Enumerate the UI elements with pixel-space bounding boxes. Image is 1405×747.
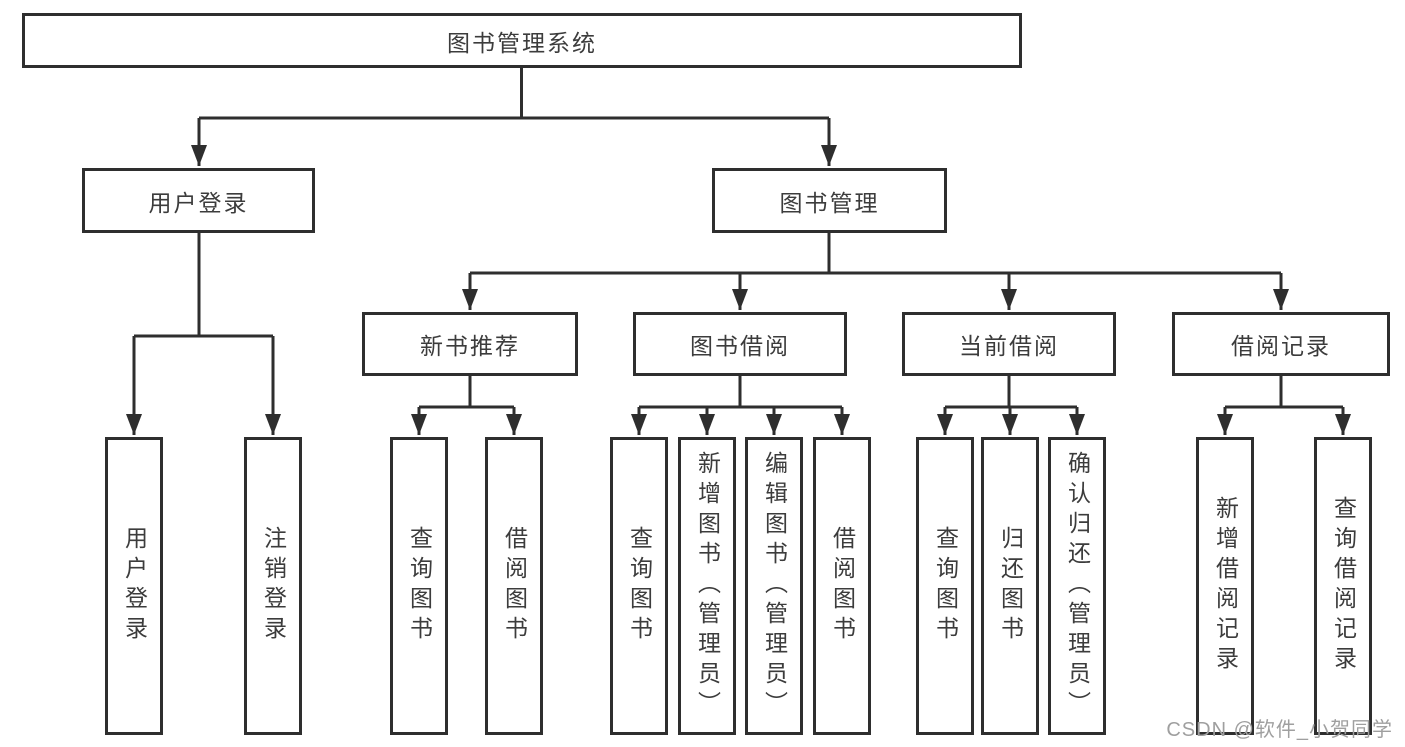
leaf-add-borrow-record: 新增借阅记录 xyxy=(1196,437,1254,735)
leaf-label: 编辑图书（管理员） xyxy=(761,451,788,721)
leaf-label: 新增图书（管理员） xyxy=(694,451,721,721)
node-borrow-records: 借阅记录 xyxy=(1172,312,1390,376)
leaf-confirm-return-admin: 确认归还（管理员） xyxy=(1048,437,1106,735)
node-label: 借阅记录 xyxy=(1231,333,1331,359)
leaf-label: 查询图书 xyxy=(932,526,959,646)
node-label: 图书借阅 xyxy=(690,333,790,359)
leaf-label: 查询图书 xyxy=(626,526,653,646)
leaf-edit-books-admin: 编辑图书（管理员） xyxy=(745,437,803,735)
leaf-query-books-1: 查询图书 xyxy=(390,437,448,735)
leaf-logout: 注销登录 xyxy=(244,437,302,735)
leaf-label: 注销登录 xyxy=(260,526,287,646)
leaf-label: 用户登录 xyxy=(121,526,148,646)
leaf-borrow-books-2: 借阅图书 xyxy=(813,437,871,735)
leaf-label: 新增借阅记录 xyxy=(1212,496,1239,676)
node-root-system: 图书管理系统 xyxy=(22,13,1022,68)
leaf-label: 借阅图书 xyxy=(501,526,528,646)
leaf-label: 查询借阅记录 xyxy=(1330,496,1357,676)
leaf-label: 查询图书 xyxy=(406,526,433,646)
node-book-borrow: 图书借阅 xyxy=(633,312,847,376)
node-label: 用户登录 xyxy=(148,189,249,216)
node-root-label: 图书管理系统 xyxy=(447,29,597,56)
node-label: 新书推荐 xyxy=(420,333,520,359)
leaf-add-books-admin: 新增图书（管理员） xyxy=(678,437,736,735)
leaf-query-books-3: 查询图书 xyxy=(916,437,974,735)
node-label: 图书管理 xyxy=(779,189,880,216)
leaf-label: 借阅图书 xyxy=(829,526,856,646)
leaf-borrow-books-1: 借阅图书 xyxy=(485,437,543,735)
leaf-label: 确认归还（管理员） xyxy=(1064,451,1091,721)
node-current-borrow: 当前借阅 xyxy=(902,312,1116,376)
leaf-query-borrow-record: 查询借阅记录 xyxy=(1314,437,1372,735)
leaf-query-books-2: 查询图书 xyxy=(610,437,668,735)
node-new-book-recommend: 新书推荐 xyxy=(362,312,578,376)
csdn-watermark: CSDN @软件_小贺同学 xyxy=(1166,719,1393,741)
node-book-management-branch: 图书管理 xyxy=(712,168,947,233)
node-user-login-branch: 用户登录 xyxy=(82,168,315,233)
leaf-return-books: 归还图书 xyxy=(981,437,1039,735)
leaf-user-login: 用户登录 xyxy=(105,437,163,735)
node-label: 当前借阅 xyxy=(959,333,1059,359)
leaf-label: 归还图书 xyxy=(997,526,1024,646)
